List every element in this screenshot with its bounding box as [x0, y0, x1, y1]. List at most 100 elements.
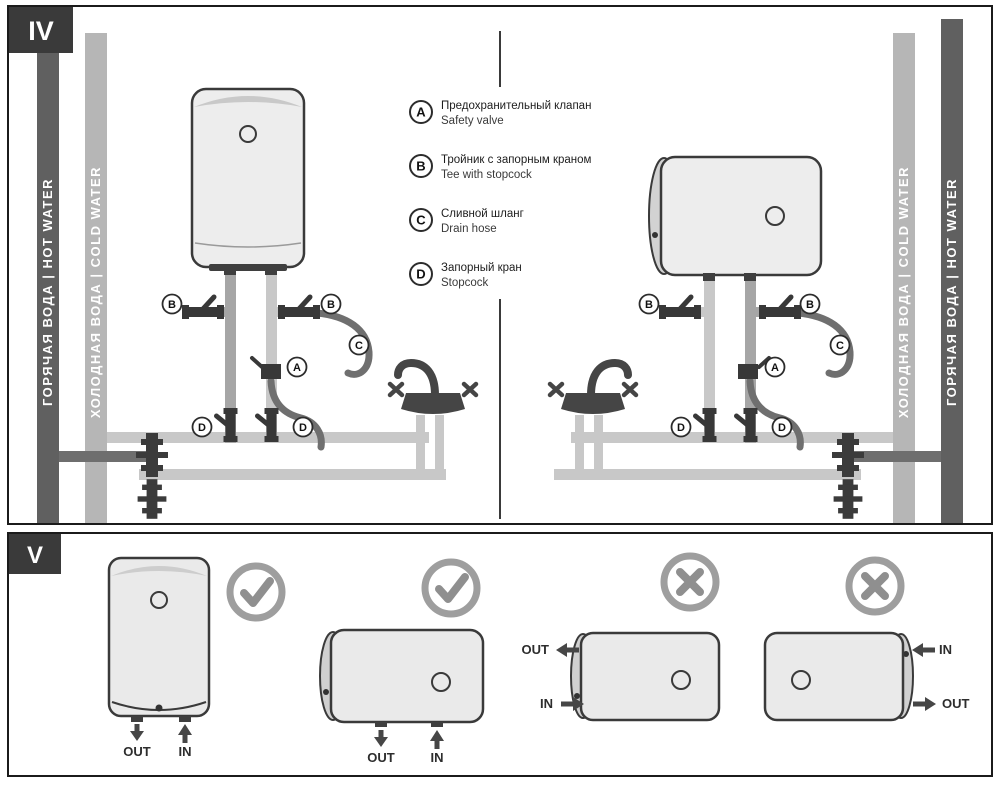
section-number: V	[27, 542, 43, 569]
callout-a: A	[764, 356, 786, 378]
hot-water-bar-left: ГОРЯЧАЯ ВОДА | HOT WATER	[37, 19, 59, 523]
callout-letter: B	[645, 299, 653, 311]
out-label: OUT	[942, 696, 970, 711]
out-arrow-icon	[374, 730, 388, 747]
thermostat-dial-icon	[431, 672, 451, 692]
callout-d: D	[292, 416, 314, 438]
drain-hose-icon	[794, 309, 854, 378]
cold-water-bar-right: ХОЛОДНАЯ ВОДА | COLD WATER	[893, 33, 915, 523]
safety-valve-icon	[250, 356, 281, 379]
cold-water-label: ХОЛОДНАЯ ВОДА | COLD WATER	[88, 166, 103, 418]
legend-item: B Тройник с запорным краном Tee with sto…	[409, 154, 592, 181]
legend-letter: D	[416, 267, 425, 282]
callout-letter: D	[299, 422, 307, 434]
callout-letter: A	[771, 362, 779, 374]
hot-water-bar-right: ГОРЯЧАЯ ВОДА | HOT WATER	[941, 19, 963, 523]
horizontal-install-diagram: B B A C D	[550, 155, 941, 519]
in-label: IN	[431, 750, 444, 765]
orientation-scheme-drawing: OUT IN OUT I	[9, 534, 970, 765]
faucet-riser-pipe	[435, 415, 444, 480]
tee-stopcock-valve-icon	[759, 297, 801, 319]
callout-b: B	[638, 293, 660, 315]
cross-icon	[845, 556, 905, 616]
callout-letter: D	[778, 422, 786, 434]
callout-letter: B	[327, 299, 335, 311]
faucet-riser-pipe	[416, 415, 425, 480]
water-heater-vertical	[107, 556, 211, 722]
hot-water-label: ГОРЯЧАЯ ВОДА | HOT WATER	[40, 178, 55, 406]
legend-title-en: Tee with stopcock	[441, 169, 532, 181]
legend-letter: C	[416, 213, 426, 228]
legend-title-ru: Предохранительный клапан	[441, 100, 591, 112]
faucet-riser-pipe	[575, 415, 584, 480]
safety-valve-icon	[738, 356, 771, 379]
faucet-icon	[390, 363, 476, 414]
callout-letter: D	[198, 422, 206, 434]
tee-stopcock-valve-icon	[278, 297, 320, 319]
cold-water-label: ХОЛОДНАЯ ВОДА | COLD WATER	[896, 166, 911, 418]
callout-b: B	[161, 293, 183, 315]
section-badge-v: V	[9, 534, 61, 574]
legend: A Предохранительный клапан Safety valve …	[409, 100, 592, 289]
callout-d: D	[771, 416, 793, 438]
pipe-union-icon	[833, 479, 863, 519]
panel-iv-installation: ГОРЯЧАЯ ВОДА | HOT WATER ХОЛОДНАЯ ВОДА |…	[7, 5, 993, 525]
thermostat-dial-icon	[150, 591, 168, 609]
cold-riser-pipe	[704, 277, 715, 443]
cable-gland-dot	[652, 232, 658, 238]
legend-title-en: Drain hose	[441, 223, 497, 235]
out-label: OUT	[522, 642, 550, 657]
callout-letter: A	[293, 362, 301, 374]
callout-b: B	[799, 293, 821, 315]
callout-d: D	[191, 416, 213, 438]
hot-water-label: ГОРЯЧАЯ ВОДА | HOT WATER	[944, 178, 959, 406]
legend-title-en: Stopcock	[441, 277, 489, 289]
cold-riser-pipe	[266, 273, 277, 443]
callout-d: D	[670, 416, 692, 438]
orientation-vertical-correct: OUT IN	[107, 556, 286, 759]
callout-letter: C	[355, 340, 363, 352]
vertical-install-diagram: B B A C D	[59, 87, 476, 519]
cable-gland-dot	[574, 693, 580, 699]
callout-a: A	[286, 356, 308, 378]
in-label: IN	[540, 696, 553, 711]
out-arrow-icon	[913, 697, 936, 711]
faucet-icon	[550, 363, 636, 414]
cable-gland-dot	[155, 704, 163, 712]
thermostat-dial-icon	[239, 125, 257, 143]
pipe-union-icon	[137, 479, 167, 519]
water-heater-horizontal	[570, 631, 721, 722]
cable-gland-dot	[903, 651, 909, 657]
in-label: IN	[179, 744, 192, 759]
tee-stopcock-valve-icon	[659, 297, 701, 319]
in-label: IN	[939, 642, 952, 657]
water-heater-horizontal	[319, 628, 485, 727]
in-arrow-icon	[178, 724, 192, 743]
orientation-horizontal-correct: OUT IN	[319, 558, 485, 765]
out-label: OUT	[123, 744, 151, 759]
orientation-ports-left-incorrect: OUT IN	[522, 552, 721, 722]
callout-letter: B	[168, 299, 176, 311]
callout-letter: C	[836, 340, 844, 352]
drain-hose-icon	[313, 309, 373, 378]
callout-letter: B	[806, 299, 814, 311]
water-heater-vertical	[190, 87, 306, 275]
faucet-riser-pipe	[594, 415, 603, 480]
water-heater-horizontal	[648, 155, 823, 281]
cross-icon	[660, 552, 720, 612]
legend-item: D Запорный кран Stopcock	[409, 262, 522, 289]
cold-water-bar-left: ХОЛОДНАЯ ВОДА | COLD WATER	[85, 33, 107, 523]
installation-scheme-drawing: ГОРЯЧАЯ ВОДА | HOT WATER ХОЛОДНАЯ ВОДА |…	[9, 7, 963, 523]
out-arrow-icon	[130, 724, 144, 741]
callout-c: C	[348, 334, 370, 356]
orientation-ports-right-incorrect: IN OUT	[763, 556, 970, 722]
legend-item: C Сливной шланг Drain hose	[409, 208, 524, 235]
legend-title-ru: Тройник с запорным краном	[441, 154, 592, 166]
tee-stopcock-valve-icon	[182, 297, 224, 319]
cable-gland-dot	[323, 689, 329, 695]
legend-title-en: Safety valve	[441, 115, 504, 127]
callout-b: B	[320, 293, 342, 315]
section-badge-iv: IV	[9, 7, 73, 53]
legend-item: A Предохранительный клапан Safety valve	[409, 100, 591, 127]
